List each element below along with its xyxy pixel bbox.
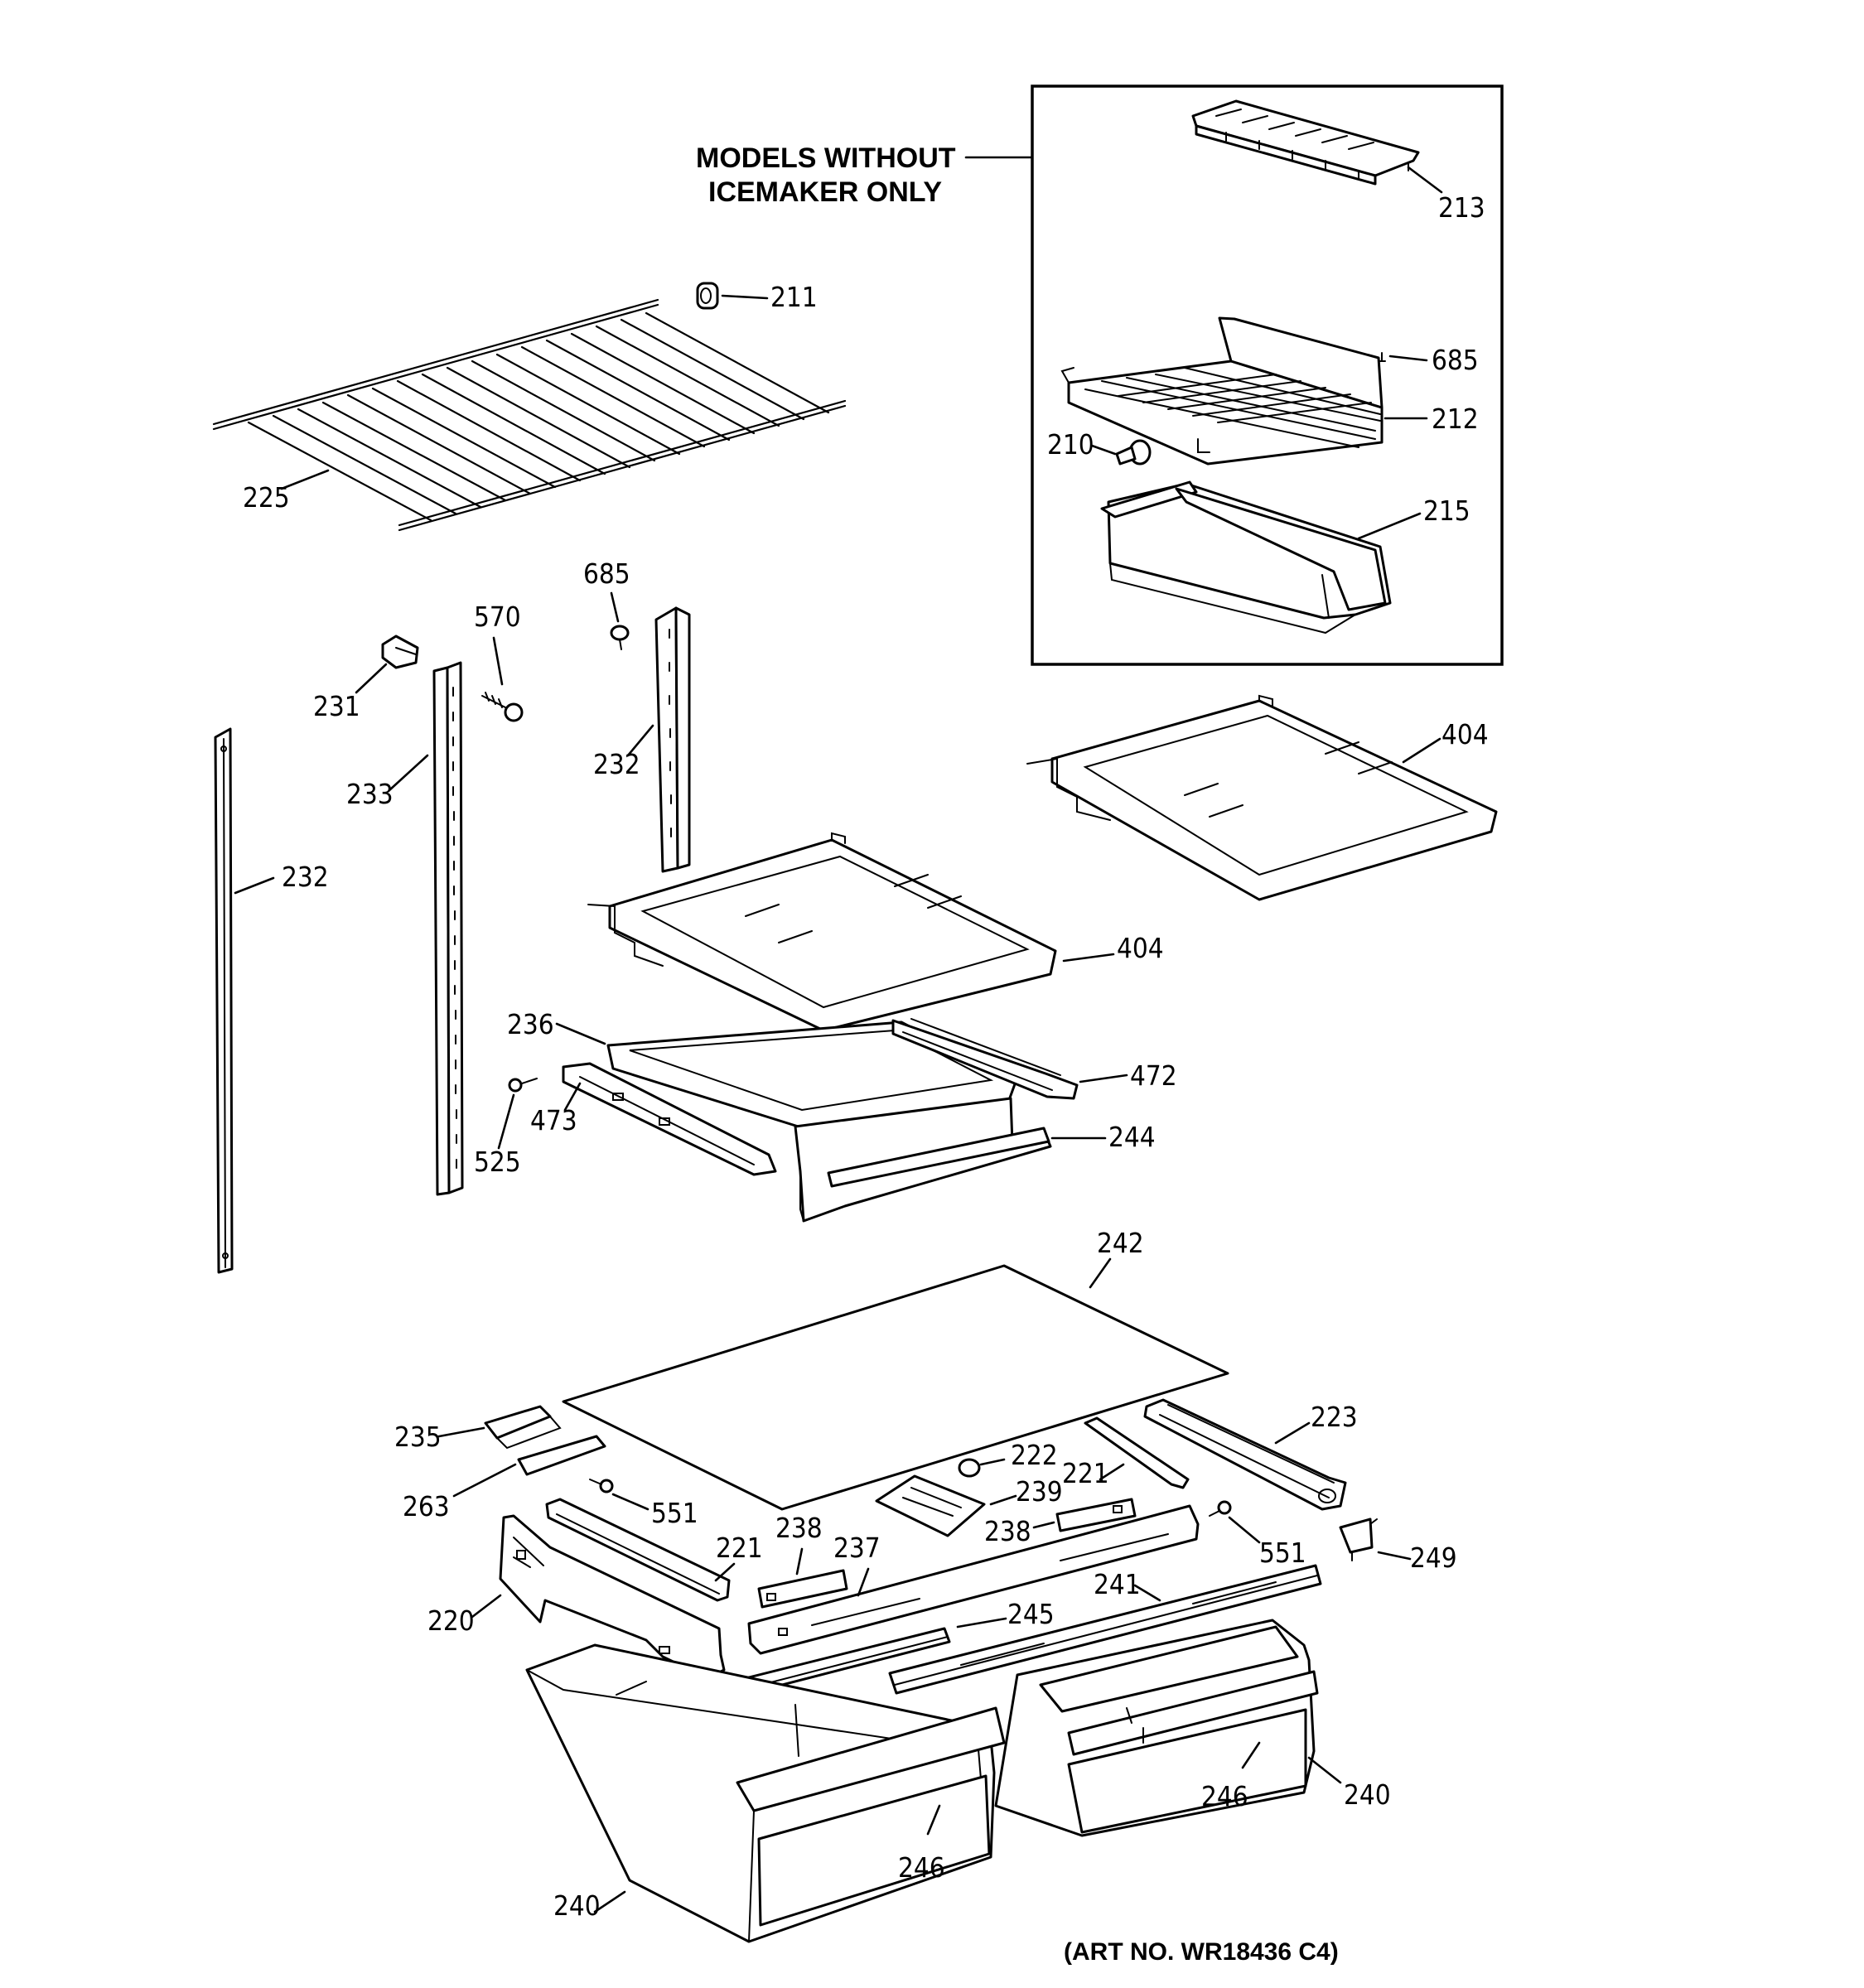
callout-240-left: 240 bbox=[553, 1889, 601, 1922]
callout-232-left: 232 bbox=[282, 861, 329, 893]
callout-685: 685 bbox=[583, 557, 630, 590]
icemaker-only-label: ICEMAKER ONLY bbox=[708, 176, 942, 208]
callout-210: 210 bbox=[1047, 428, 1094, 461]
part-473-slide-rail bbox=[562, 1062, 777, 1176]
callout-551-right: 551 bbox=[1259, 1537, 1306, 1569]
part-232-rail-mid bbox=[654, 606, 691, 873]
part-241-bar bbox=[888, 1564, 1322, 1695]
art-number: (ART NO. WR18436 C4) bbox=[1064, 1938, 1339, 1966]
part-249-clip bbox=[1339, 1518, 1378, 1561]
part-225-wire-shelf bbox=[212, 298, 847, 532]
part-210-knob bbox=[1115, 439, 1152, 466]
part-685-clip-box bbox=[1378, 352, 1386, 362]
callout-472: 472 bbox=[1130, 1059, 1177, 1092]
part-244-pan bbox=[794, 1097, 1052, 1223]
part-223-slide-rail bbox=[1143, 1398, 1347, 1511]
callout-525: 525 bbox=[474, 1146, 521, 1178]
callout-551-left: 551 bbox=[651, 1497, 698, 1529]
part-404-glass-shelf-left bbox=[587, 832, 1057, 1032]
callout-237: 237 bbox=[833, 1532, 881, 1564]
part-404-glass-shelf-right bbox=[1026, 694, 1498, 901]
models-without-icemaker-label: MODELS WITHOUT bbox=[696, 142, 956, 174]
part-212-ice-bin-frame bbox=[1060, 316, 1384, 466]
callout-240-right: 240 bbox=[1344, 1778, 1391, 1811]
callout-238-left: 238 bbox=[775, 1512, 823, 1544]
part-222-roller bbox=[958, 1458, 981, 1478]
part-263-support bbox=[517, 1435, 606, 1476]
callout-239: 239 bbox=[1016, 1475, 1063, 1508]
part-551-screw-right bbox=[1209, 1500, 1232, 1517]
callout-246-right: 246 bbox=[1201, 1780, 1248, 1812]
part-570-screw bbox=[481, 692, 524, 722]
part-238-right bbox=[1055, 1498, 1137, 1532]
part-232-rail-left bbox=[214, 727, 234, 1274]
part-211-spacer bbox=[696, 282, 719, 310]
part-221-support-left bbox=[545, 1498, 731, 1602]
callout-242: 242 bbox=[1097, 1227, 1144, 1259]
callout-222: 222 bbox=[1011, 1439, 1058, 1471]
part-231-bracket bbox=[381, 635, 419, 669]
part-233-rail-center bbox=[432, 661, 464, 1196]
callout-685-box: 685 bbox=[1432, 344, 1479, 376]
callout-241: 241 bbox=[1094, 1568, 1141, 1600]
models-without-icemaker-box bbox=[1031, 84, 1504, 666]
part-472-slide-rail bbox=[891, 1018, 1079, 1100]
callout-225: 225 bbox=[243, 481, 290, 514]
callout-473: 473 bbox=[530, 1104, 577, 1136]
callout-231: 231 bbox=[313, 690, 360, 722]
callout-244: 244 bbox=[1108, 1121, 1156, 1153]
part-238-left bbox=[757, 1569, 848, 1609]
callout-223: 223 bbox=[1311, 1401, 1358, 1433]
part-221-support-right bbox=[1084, 1416, 1190, 1489]
callout-220: 220 bbox=[427, 1604, 475, 1637]
part-235-support bbox=[484, 1405, 562, 1450]
part-685-screw bbox=[610, 625, 630, 650]
callout-213: 213 bbox=[1438, 191, 1485, 224]
callout-211: 211 bbox=[770, 281, 818, 313]
callout-232-mid: 232 bbox=[593, 748, 640, 780]
part-242-glass-cover bbox=[562, 1264, 1229, 1511]
callout-245: 245 bbox=[1007, 1598, 1055, 1630]
callout-235: 235 bbox=[394, 1421, 442, 1453]
callout-221-right: 221 bbox=[1062, 1457, 1109, 1489]
part-551-screw-left bbox=[589, 1479, 614, 1493]
callout-221-left: 221 bbox=[716, 1532, 763, 1564]
callout-263: 263 bbox=[403, 1490, 450, 1522]
callout-404-left: 404 bbox=[1117, 932, 1164, 964]
callout-246-left: 246 bbox=[898, 1851, 945, 1884]
part-525-screw bbox=[508, 1078, 538, 1093]
callout-404-right: 404 bbox=[1441, 718, 1489, 750]
part-240-crisper-right bbox=[994, 1619, 1319, 1837]
callout-238-right: 238 bbox=[984, 1515, 1031, 1547]
part-215-ice-bucket bbox=[1100, 480, 1392, 635]
part-239-damper bbox=[875, 1474, 986, 1537]
callout-212: 212 bbox=[1432, 403, 1479, 435]
callout-570: 570 bbox=[474, 601, 521, 633]
part-237-crossbar bbox=[747, 1504, 1200, 1655]
part-240-crisper-left bbox=[525, 1643, 1006, 1943]
callout-236: 236 bbox=[507, 1008, 554, 1040]
callout-249: 249 bbox=[1410, 1542, 1457, 1574]
part-213-ice-tray bbox=[1191, 99, 1420, 186]
callout-215: 215 bbox=[1423, 495, 1470, 527]
callout-233: 233 bbox=[346, 778, 394, 810]
